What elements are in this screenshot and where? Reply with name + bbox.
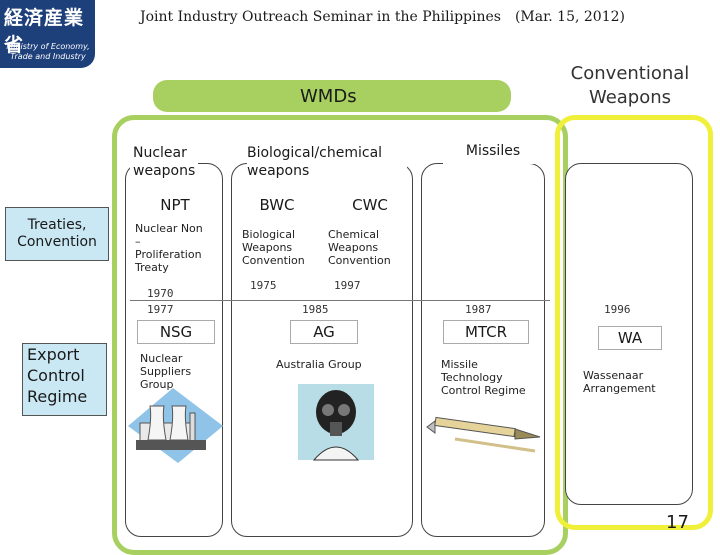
category-missiles: Missiles: [443, 142, 543, 164]
mtcr-label: MTCR: [443, 320, 529, 344]
slide-header-title: Joint Industry Outreach Seminar in the P…: [140, 9, 625, 25]
row-header-treaties: Treaties, Convention: [5, 207, 109, 261]
missiles-column: [421, 163, 545, 537]
bwc-name: Biological Weapons Convention: [242, 228, 305, 267]
ag-label: AG: [290, 320, 358, 344]
gas-mask-icon: [298, 384, 374, 461]
npt-label: NPT: [148, 196, 202, 214]
npt-year-1970: 1970: [147, 287, 174, 300]
conventional-label: Conventional Weapons: [570, 63, 690, 108]
divider-line: [130, 300, 550, 301]
wmd-banner: [153, 80, 511, 112]
conventional-column: [565, 163, 693, 505]
cwc-name: Chemical Weapons Convention: [328, 228, 391, 267]
wa-year: 1996: [604, 303, 631, 316]
category-nuclear: Nuclear weapons: [130, 144, 199, 180]
category-biochem: Biological/chemical weapons: [247, 144, 407, 180]
logo-kanji: 経済産業省: [4, 7, 85, 56]
cwc-year: 1997: [334, 279, 361, 292]
nuclear-plant-icon: [128, 388, 223, 463]
wa-label: WA: [598, 326, 662, 350]
nsg-label: NSG: [137, 320, 215, 344]
conventional-group-outline: [555, 115, 713, 530]
bwc-year: 1975: [250, 279, 277, 292]
page-number: 17: [666, 512, 689, 533]
biochem-column: [231, 163, 413, 537]
logo-english: Ministry of Economy, Trade and Industry: [6, 42, 90, 61]
nsg-name: Nuclear Suppliers Group: [140, 352, 192, 391]
missile-icon: [426, 416, 541, 453]
mtcr-name: Missile Technology Control Regime: [441, 358, 526, 397]
wa-name: Wassenaar Arrangement: [583, 369, 656, 395]
ministry-logo: 経済産業省 Ministry of Economy, Trade and Ind…: [0, 0, 95, 68]
wmd-banner-label: WMDs: [300, 86, 357, 107]
cwc-label: CWC: [340, 196, 400, 214]
ag-name: Australia Group: [276, 358, 362, 371]
mtcr-year: 1987: [465, 303, 492, 316]
nuclear-column: [125, 163, 223, 537]
ag-year: 1985: [302, 303, 329, 316]
npt-year-1977: 1977: [147, 303, 174, 316]
npt-name: Nuclear Non – Proliferation Treaty: [135, 222, 203, 274]
row-header-export-control: Export Control Regime: [22, 343, 107, 416]
bwc-label: BWC: [247, 196, 307, 214]
